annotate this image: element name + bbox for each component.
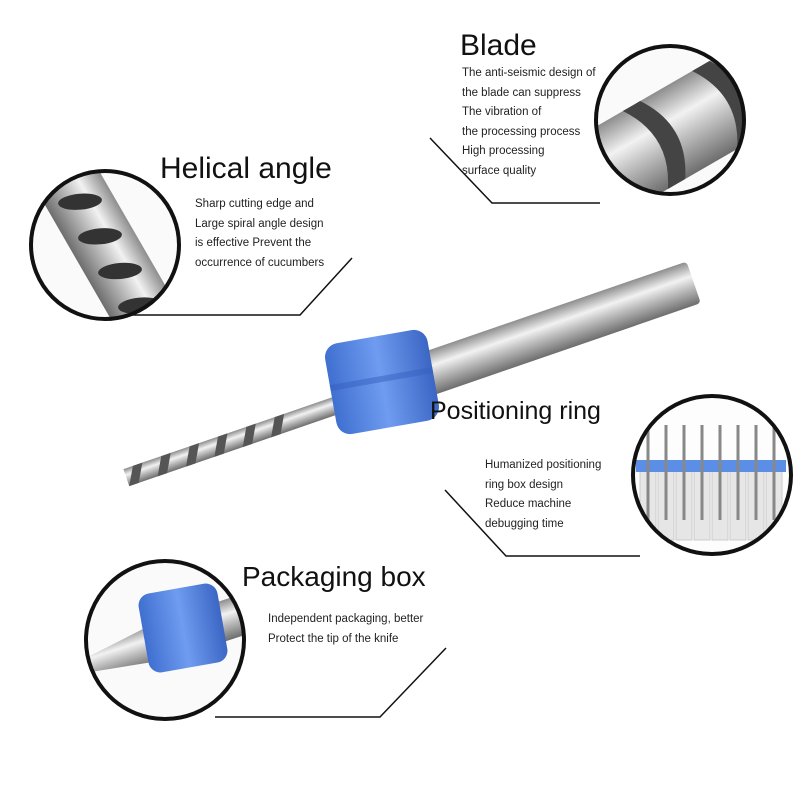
positioning-ring bbox=[325, 329, 439, 435]
drill-shank bbox=[403, 262, 700, 400]
packaging-box-title: Packaging box bbox=[242, 561, 426, 592]
description-line: Humanized positioning bbox=[485, 459, 602, 471]
helical-angle-title: Helical angle bbox=[160, 152, 332, 185]
blade-description: The anti-seismic design of the blade can… bbox=[462, 64, 596, 181]
helical-callout-line bbox=[130, 257, 353, 316]
packaging-detail-circle bbox=[84, 559, 246, 721]
description-line: is effective Prevent the bbox=[195, 237, 312, 249]
description-line: occurrence of cucumbers bbox=[195, 256, 325, 269]
helical-angle-description: Sharp cutting edge and Large spiral angl… bbox=[195, 195, 324, 273]
description-line: The vibration of bbox=[462, 106, 542, 118]
description-line: Sharp cutting edge and bbox=[195, 198, 314, 210]
packaging-box-description: Independent packaging, better Protect th… bbox=[268, 610, 423, 649]
helical-detail-circle bbox=[29, 169, 181, 321]
description-line: Reduce machine bbox=[485, 498, 572, 510]
packaging-callout-line bbox=[215, 647, 447, 718]
drill-flute bbox=[123, 393, 349, 487]
positioning-ring-title: Positioning ring bbox=[430, 397, 601, 425]
description-line: the processing process bbox=[462, 125, 581, 138]
description-line: debugging time bbox=[485, 517, 564, 530]
positioning-ring-description: Humanized positioning ring box design Re… bbox=[485, 456, 601, 534]
positioning-callout-line bbox=[444, 489, 640, 557]
blade-title: Blade bbox=[460, 29, 537, 62]
description-line: the blade can suppress bbox=[462, 86, 581, 99]
description-line: Independent packaging, better bbox=[268, 613, 424, 625]
description-line: ring box design bbox=[485, 478, 563, 491]
description-line: surface quality bbox=[462, 164, 537, 177]
flute-spirals bbox=[129, 413, 285, 487]
description-line: Large spiral angle design bbox=[195, 217, 324, 230]
positioning-detail-circle bbox=[631, 394, 793, 556]
description-line: The anti-seismic design of bbox=[462, 67, 596, 79]
blade-callout-line bbox=[429, 137, 600, 204]
description-line: Protect the tip of the knife bbox=[268, 632, 399, 645]
description-line: High processing bbox=[462, 145, 545, 157]
